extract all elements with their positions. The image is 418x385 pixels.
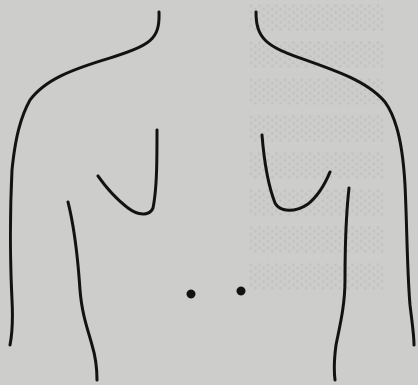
left-torso-side-line	[68, 202, 97, 380]
right-torso-side-line	[334, 188, 349, 380]
left-marker-dot	[187, 290, 196, 299]
left-neck-shoulder-line	[10, 12, 159, 345]
right-pectoral-line	[262, 135, 330, 210]
right-neck-shoulder-line	[256, 12, 414, 345]
left-pectoral-line	[98, 130, 157, 214]
right-marker-dot	[237, 287, 246, 296]
